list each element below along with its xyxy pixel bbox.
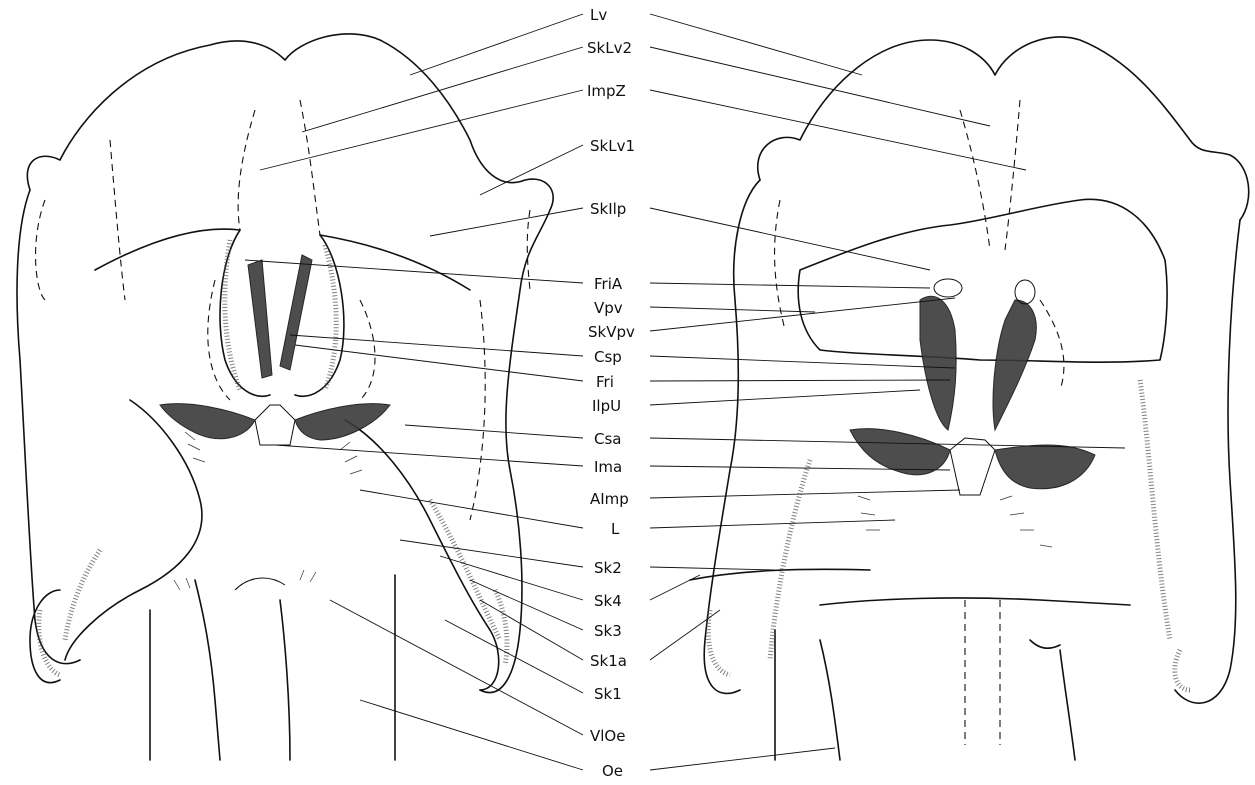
label-sk1a: Sk1a [590,652,627,670]
label-sk2: Sk2 [594,559,622,577]
label-aimp: AImp [590,490,629,508]
label-sklv2: SkLv2 [587,39,632,57]
label-l: L [611,520,620,538]
label-vloe: VlOe [590,727,625,745]
label-skvpv: SkVpv [588,323,635,341]
label-csa: Csa [594,430,621,448]
label-skilp: SkIlp [590,200,626,218]
label-sk3: Sk3 [594,622,622,640]
label-sklv1: SkLv1 [590,137,635,155]
label-lv: Lv [590,6,607,24]
label-oe: Oe [602,762,623,780]
label-impz: ImpZ [587,82,626,100]
label-ima: Ima [594,458,622,476]
label-fri: Fri [596,373,614,391]
label-fria: FriA [594,275,623,293]
label-vpv: Vpv [594,299,623,317]
label-sk1: Sk1 [594,685,622,703]
label-csp: Csp [594,348,622,366]
label-ilpu: IlpU [592,397,621,415]
label-sk4: Sk4 [594,592,622,610]
left-specimen-drawing [17,34,553,760]
labels: Lv SkLv2 ImpZ SkLv1 SkIlp FriA Vpv SkVpv… [587,6,635,780]
